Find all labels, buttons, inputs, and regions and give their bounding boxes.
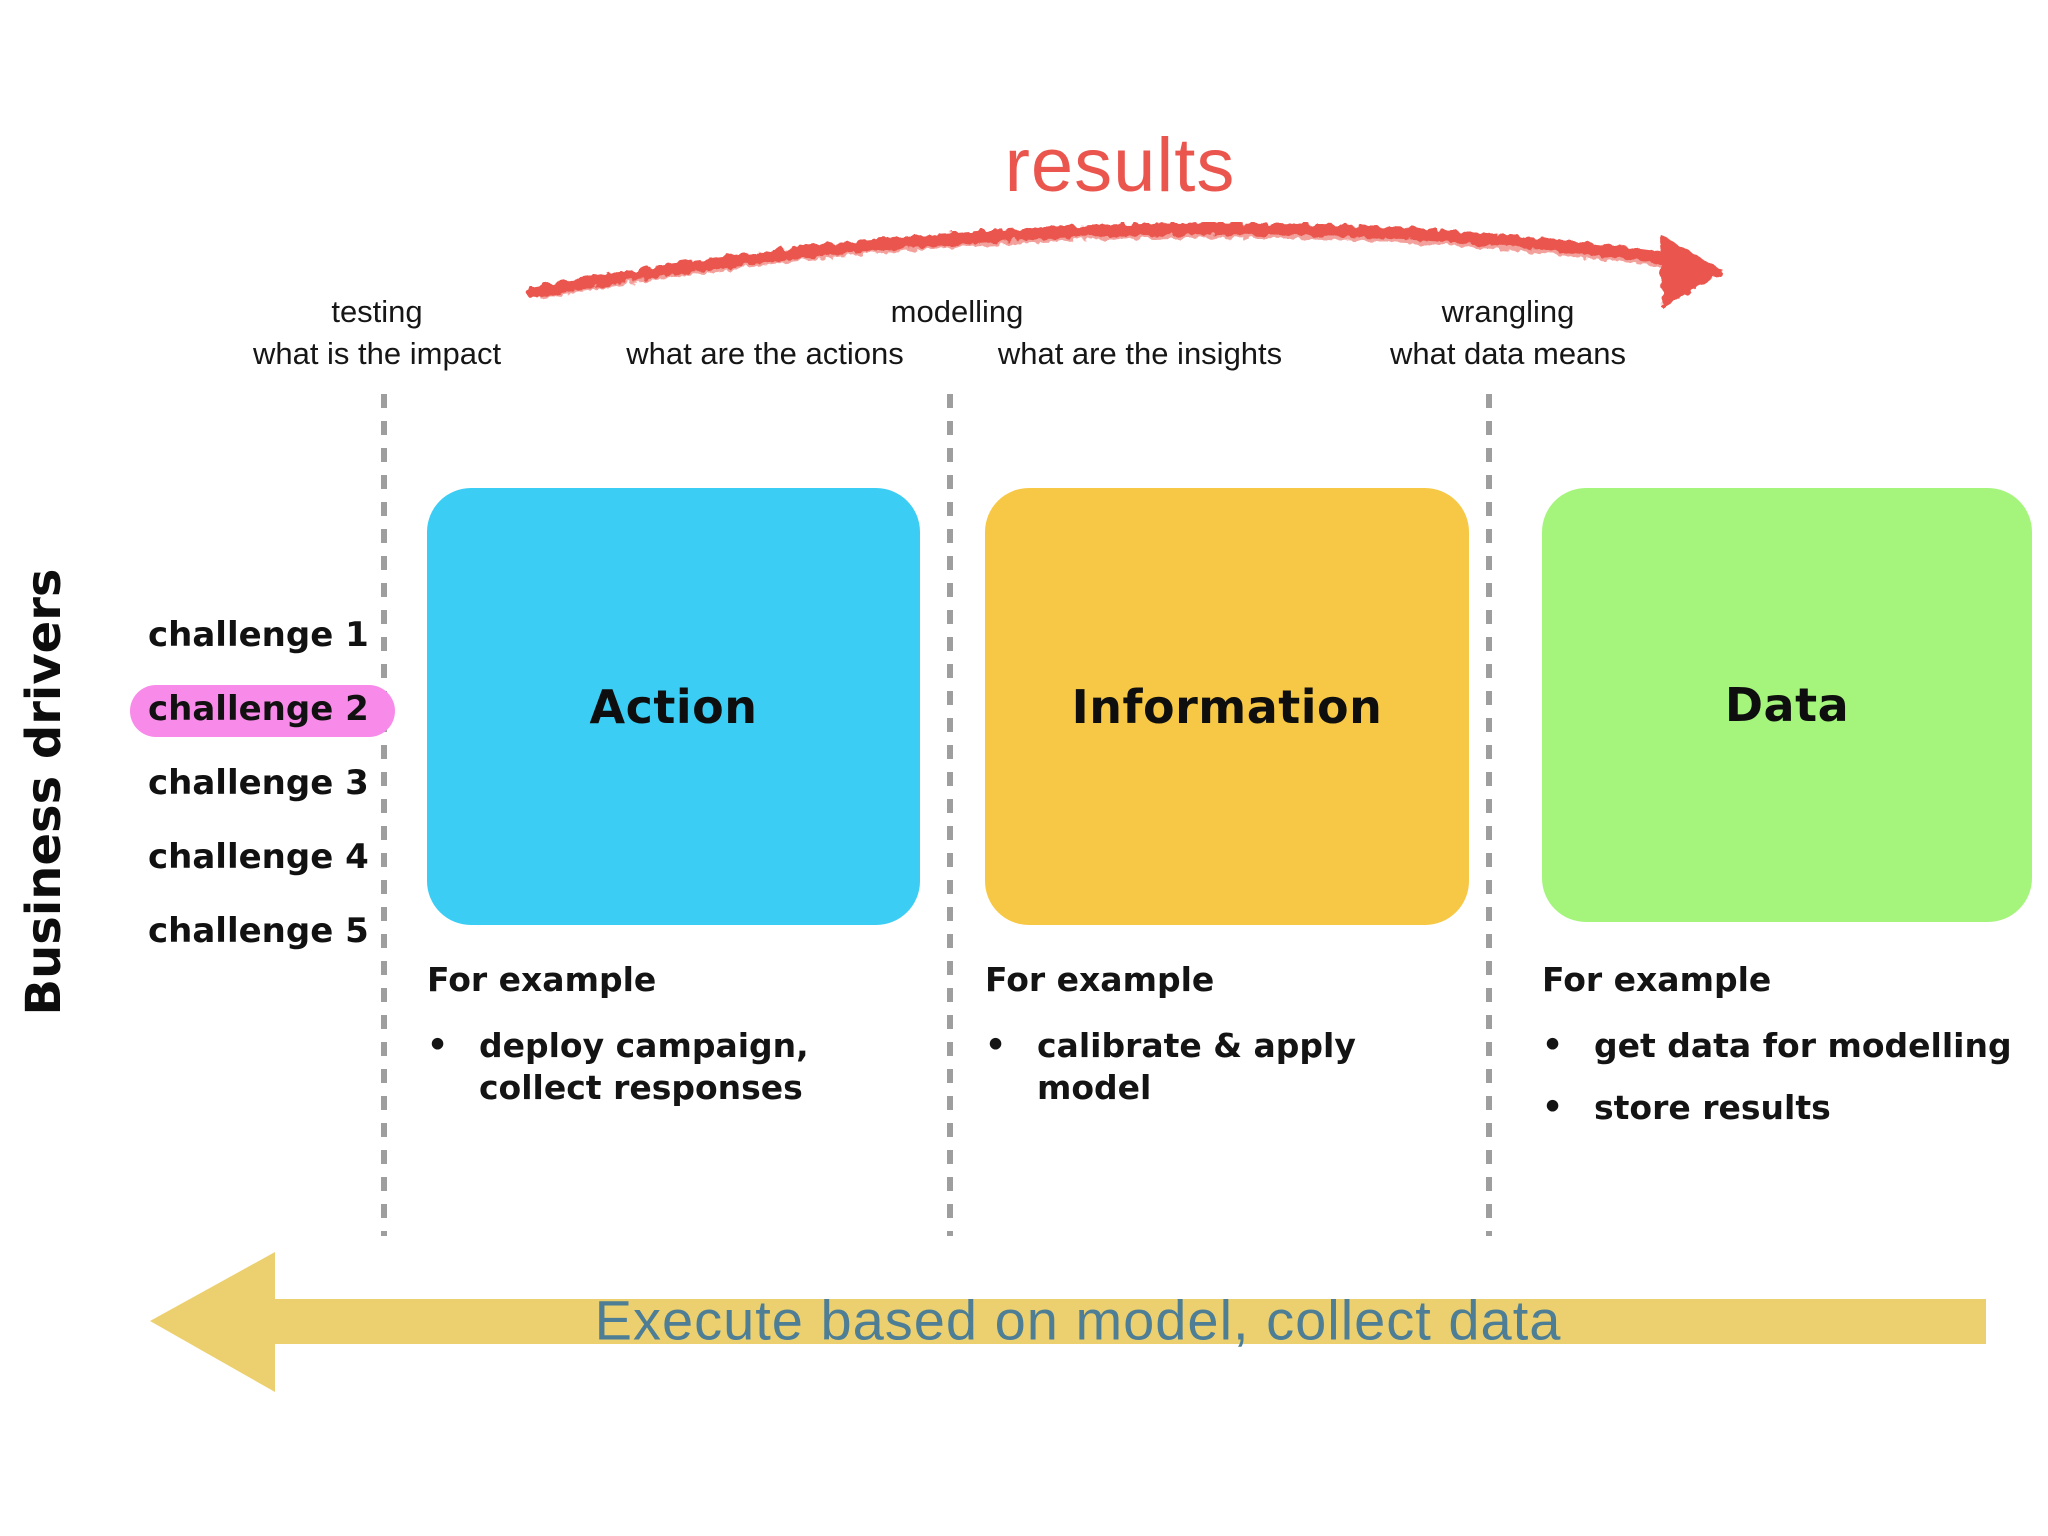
bullet-dot-icon: • (1542, 1025, 1564, 1064)
action-examples: For example • deploy campaign, collect r… (427, 960, 897, 1129)
phase-label-testing: testing (331, 294, 423, 329)
challenge-item: challenge 4 (130, 822, 395, 896)
results-arrowhead-icon (1660, 234, 1724, 308)
bullet-dot-icon: • (1542, 1087, 1564, 1127)
example-bullet: • deploy campaign, collect responses (427, 1025, 897, 1109)
information-box-label: Information (1071, 679, 1383, 734)
example-bullet-text: store results (1594, 1088, 1831, 1128)
challenges-list: challenge 1 challenge 2 challenge 3 chal… (130, 600, 395, 970)
dashed-separator-2 (947, 394, 953, 1236)
business-drivers-axis-label: Business drivers (16, 568, 72, 1016)
challenge-item: challenge 1 (130, 600, 395, 674)
example-bullet-text: get data for modelling (1594, 1026, 2012, 1065)
dashed-separator-3 (1486, 394, 1492, 1236)
data-box: Data (1542, 488, 2032, 922)
challenge-item: challenge 3 (130, 748, 395, 822)
example-bullet: • get data for modelling (1542, 1025, 2012, 1067)
data-box-label: Data (1724, 678, 1850, 732)
example-bullet-text: calibrate & apply model (1037, 1026, 1356, 1108)
action-box: Action (427, 488, 920, 925)
question-label-actions: what are the actions (626, 336, 904, 371)
example-bullet: • calibrate & apply model (985, 1025, 1455, 1109)
action-box-label: Action (589, 679, 758, 734)
information-examples: For example • calibrate & apply model (985, 960, 1455, 1129)
information-box: Information (985, 488, 1469, 925)
challenge-label: challenge 3 (148, 763, 369, 803)
bullet-dot-icon: • (427, 1025, 449, 1064)
question-label-impact: what is the impact (252, 336, 502, 371)
question-label-insights: what are the insights (997, 336, 1283, 371)
bullet-dot-icon: • (985, 1025, 1007, 1064)
challenge-label: challenge 4 (148, 837, 369, 877)
question-label-means: what data means (1389, 336, 1627, 371)
challenge-label: challenge 1 (148, 615, 369, 655)
phase-label-modelling: modelling (890, 294, 1024, 329)
example-bullet-text: deploy campaign, collect responses (479, 1026, 809, 1108)
results-arrow-label: results (1004, 123, 1236, 208)
challenge-label-highlight-pill: challenge 2 (130, 685, 395, 737)
example-heading: For example (1542, 960, 1772, 999)
example-heading: For example (427, 960, 657, 999)
example-heading: For example (985, 960, 1215, 999)
example-bullet: • store results (1542, 1087, 2012, 1129)
challenge-item-highlighted: challenge 2 (130, 674, 395, 748)
phase-label-wrangling: wrangling (1441, 294, 1575, 329)
execute-arrow-label: Execute based on model, collect data (594, 1288, 1562, 1352)
challenge-label: challenge 5 (148, 911, 369, 951)
data-examples: For example • get data for modelling • s… (1542, 960, 2012, 1149)
challenge-item: challenge 5 (130, 896, 395, 970)
dashed-separator-1 (381, 394, 387, 1236)
